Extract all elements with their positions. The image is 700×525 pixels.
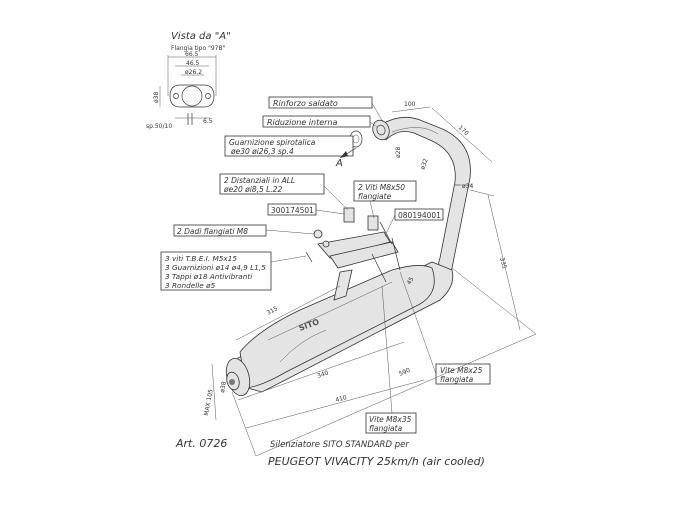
callout-code-080194001: 080194001 bbox=[384, 208, 444, 237]
svg-text:ø38: ø38 bbox=[219, 381, 228, 394]
svg-text:3 Rondelle ø5: 3 Rondelle ø5 bbox=[165, 281, 216, 290]
vehicle-model: PEUGEOT VIVACITY 25km/h (air cooled) bbox=[268, 455, 485, 468]
svg-text:flangiata: flangiata bbox=[440, 375, 474, 384]
svg-text:øe20 øi8,5 L.22: øe20 øi8,5 L.22 bbox=[223, 185, 282, 194]
svg-text:Vite M8x25: Vite M8x25 bbox=[440, 366, 483, 375]
dim-sp: sp.50/10 bbox=[146, 123, 172, 130]
view-subtitle: Flangia tipo "97B" bbox=[171, 45, 226, 52]
product-description: Silenziatore SITO STANDARD per bbox=[270, 440, 409, 450]
svg-text:Riduzione interna: Riduzione interna bbox=[267, 118, 337, 127]
svg-text:45: 45 bbox=[406, 276, 416, 286]
arrow-label: A bbox=[335, 158, 343, 169]
svg-text:590: 590 bbox=[398, 367, 411, 378]
svg-text:2 Dadi flangiati M8: 2 Dadi flangiati M8 bbox=[177, 227, 248, 236]
dim-6-5: 6.5 bbox=[203, 118, 213, 125]
dim-26-2: ø26.2 bbox=[185, 69, 202, 76]
callout-viti-m8x50: 2 Viti M8x50 flangiate bbox=[353, 180, 417, 219]
svg-text:080194001: 080194001 bbox=[398, 211, 441, 220]
dim-66-5: 66.5 bbox=[185, 51, 199, 58]
svg-text:Rinforzo saldato: Rinforzo saldato bbox=[273, 99, 338, 108]
svg-text:ø28: ø28 bbox=[395, 147, 402, 158]
callout-vite-m8x25: Vite M8x25 flangiata bbox=[399, 271, 491, 385]
callout-vite-m8x35: Vite M8x35 flangiata bbox=[365, 285, 417, 434]
svg-text:øe30 øi26,3 sp.4: øe30 øi26,3 sp.4 bbox=[230, 147, 294, 156]
view-arrow-a: A bbox=[335, 147, 357, 169]
muffler-body: SITO bbox=[225, 261, 454, 396]
svg-text:100: 100 bbox=[404, 101, 416, 108]
svg-text:315: 315 bbox=[266, 305, 280, 317]
callout-guarnizione: Guarnizione spirotalica øe30 øi26,3 sp.4 bbox=[224, 135, 357, 157]
dim-38: ø38 bbox=[153, 92, 160, 103]
dim-46-5: 46.5 bbox=[186, 60, 200, 67]
flange-detail-view: Vista da "A" Flangia tipo "97B" 66.5 46.… bbox=[146, 31, 231, 130]
svg-text:3 Guarnizioni ø14 ø4,9 L1,5: 3 Guarnizioni ø14 ø4,9 L1,5 bbox=[165, 263, 266, 272]
svg-text:410: 410 bbox=[335, 394, 348, 404]
svg-text:170: 170 bbox=[457, 124, 470, 137]
dimension-lines: 100 170 ø28 ø32 ø34 335 45 315 340 410 5… bbox=[203, 101, 537, 457]
svg-text:flangiate: flangiate bbox=[358, 192, 392, 201]
callout-dadi: 2 Dadi flangiati M8 bbox=[173, 224, 315, 237]
svg-text:Vite M8x35: Vite M8x35 bbox=[369, 415, 412, 424]
callout-distanziali: 2 Distanziali in ALL øe20 øi8,5 L.22 bbox=[219, 173, 349, 211]
svg-text:2 Viti M8x50: 2 Viti M8x50 bbox=[358, 183, 405, 192]
callout-rinforzo: Rinforzo saldato bbox=[268, 96, 384, 123]
svg-text:flangiata: flangiata bbox=[369, 424, 403, 433]
callout-riduzione: Riduzione interna bbox=[262, 115, 378, 128]
svg-text:ø32: ø32 bbox=[419, 157, 430, 170]
mounting-bracket bbox=[305, 207, 401, 301]
svg-text:MAX 105: MAX 105 bbox=[203, 389, 215, 417]
svg-text:Guarnizione spirotalica: Guarnizione spirotalica bbox=[229, 138, 316, 147]
svg-text:3 viti T.B.E.I. M5x15: 3 viti T.B.E.I. M5x15 bbox=[165, 254, 237, 263]
callout-code-300174501: 300174501 bbox=[267, 203, 345, 216]
svg-text:2 Distanziali in ALL: 2 Distanziali in ALL bbox=[224, 176, 295, 185]
svg-text:ø34: ø34 bbox=[462, 183, 473, 190]
svg-text:3 Tappi ø18 Antivibranti: 3 Tappi ø18 Antivibranti bbox=[165, 272, 252, 281]
view-title: Vista da "A" bbox=[171, 31, 231, 42]
svg-text:340: 340 bbox=[316, 369, 329, 379]
svg-text:300174501: 300174501 bbox=[271, 206, 314, 215]
article-number: Art. 0726 bbox=[176, 437, 228, 450]
callout-hardware-list: 3 viti T.B.E.I. M5x15 3 Guarnizioni ø14 … bbox=[160, 251, 307, 291]
svg-text:335: 335 bbox=[498, 257, 508, 270]
